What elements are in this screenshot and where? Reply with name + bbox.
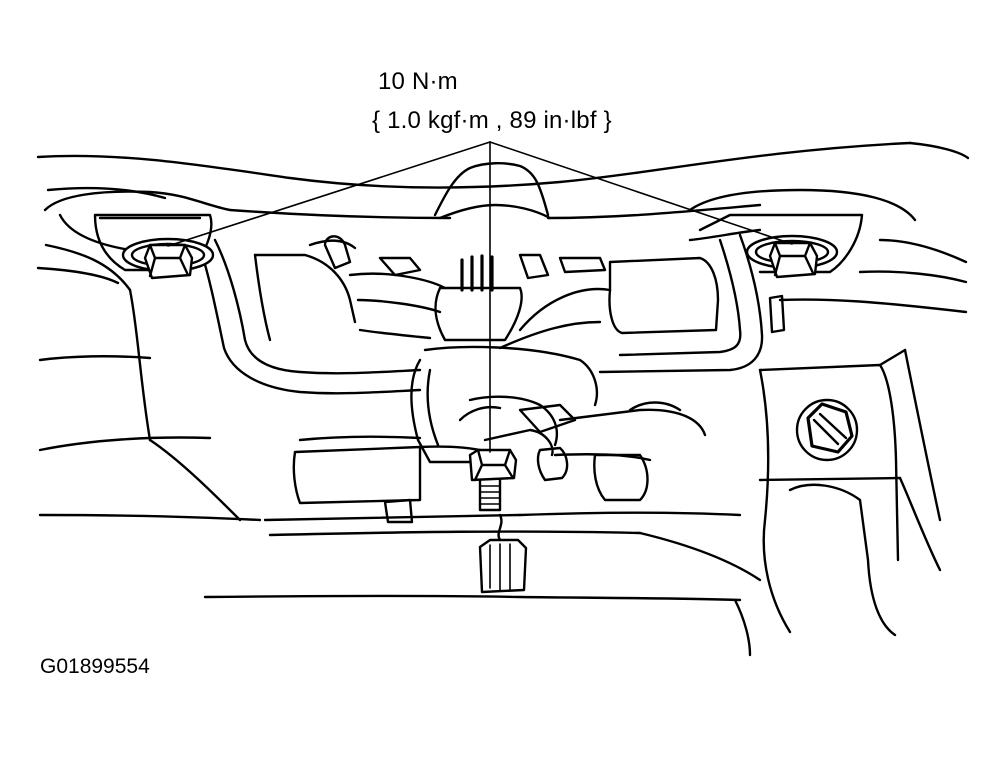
hood-latch-assembly [323,235,707,482]
callout-leader-lines [167,141,793,453]
figure-id: G01899554 [40,655,150,678]
mounting-bracket [198,233,764,395]
right-mounting-nut [745,234,839,334]
torque-value-alternate: { 1.0 kgf·m , 89 in·lbf } [372,107,612,134]
side-member [758,348,942,637]
upper-panel [43,162,917,274]
center-latch-nut [468,448,518,512]
left-mounting-nut [121,237,215,280]
hood-striker [478,513,528,594]
torque-value-nm: 10 N·m [378,68,458,95]
